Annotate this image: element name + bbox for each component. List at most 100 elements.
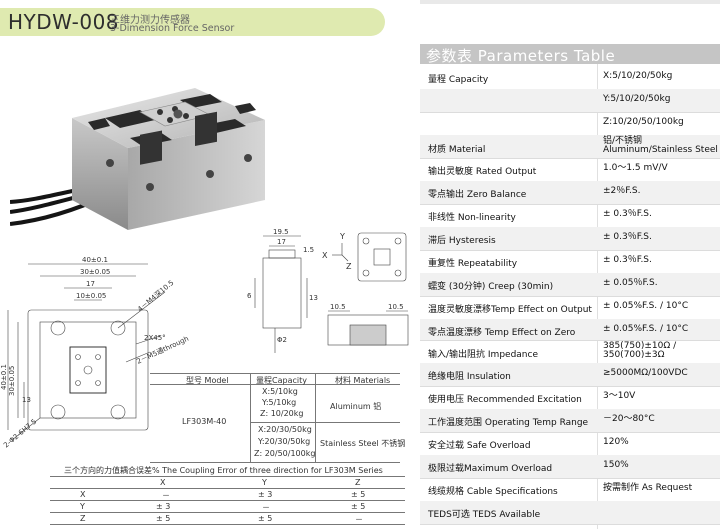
param-label: 输入/输出阻抗 Impedance (428, 350, 538, 360)
row-separator (420, 340, 720, 341)
param-value: ± 0.3％F.S. (603, 255, 652, 265)
row-separator (420, 112, 720, 113)
param-value: 3～10V (603, 391, 636, 401)
row-separator (420, 478, 720, 479)
param-label: 零点温度漂移 Temp Effect on Zero (428, 328, 576, 338)
param-label: 蠕变 (30分钟) Creep (30min) (428, 282, 554, 292)
coupling-cell: ± 3 (156, 502, 171, 511)
top-rule (420, 0, 720, 4)
param-label: 材质 Material (428, 145, 486, 155)
row-separator (420, 296, 720, 297)
dim-top-30: 30±0.05 (80, 268, 110, 276)
param-row: 工作温度范围 Operating Temp Range －20～80°C (420, 409, 720, 432)
dim-bottom-left: 10.5 (330, 303, 346, 311)
param-label: 绝缘电阻 Insulation (428, 372, 511, 382)
param-row: 量程 Capacity X:5/10/20/50kg (420, 66, 720, 89)
dim-side-17: 17 (277, 238, 286, 246)
material-steel: Stainless Steel 不锈钢 (320, 439, 406, 448)
dim-top-10: 10±0.05 (76, 292, 106, 300)
capacity-ss-y: Y:20/30/50kg (258, 437, 311, 446)
dim-side-1.5: 1.5 (303, 246, 314, 254)
row-separator (420, 158, 720, 159)
top-view-drawing: 40±0.1 30±0.05 17 10±0.05 4－M4深10.5 2X45… (0, 256, 190, 450)
coupling-cell: － (162, 491, 170, 500)
coupling-header-x: X (160, 478, 166, 487)
title-english: 3-Dimension Force Sensor (110, 23, 235, 34)
param-value: ± 0.05%F.S. / 10°C (603, 324, 689, 334)
param-label: 零点输出 Zero Balance (428, 190, 527, 200)
callout-pin: 2-Φ2-6H7 5 (2, 417, 38, 449)
param-label: 安全过载 Safe Overload (428, 441, 531, 451)
axis-x-label: X (322, 251, 328, 260)
param-row: 零点输出 Zero Balance ±2％F.S. (420, 181, 720, 204)
param-value: X:5/10/20/50kg (603, 71, 673, 81)
param-label: 工作温度范围 Operating Temp Range (428, 418, 589, 428)
params-header: 参数表 Parameters Table (420, 44, 720, 65)
param-label: 非线性 Non-linearity (428, 213, 516, 223)
header-capacity: 量程Capacity (256, 376, 307, 385)
coupling-table: 三个方向的力值耦合误差% The Coupling Error of three… (50, 465, 405, 529)
param-value: ± 0.3％F.S. (603, 209, 652, 219)
param-value: ± 0.05%F.S. / 10°C (603, 301, 689, 311)
dim-bottom-right: 10.5 (388, 303, 404, 311)
dim-side-19.5: 19.5 (273, 228, 289, 236)
dim-left-30: 30±0.05 (8, 366, 16, 396)
row-separator (420, 204, 720, 205)
capacity-al-x: X:5/10kg (262, 387, 298, 396)
dim-top-17: 17 (86, 280, 95, 288)
title-chinese: 三维力测力传感器 (110, 15, 190, 26)
coupling-cell: ± 5 (351, 490, 366, 499)
capacity-ss-z: Z: 20/50/100kg (254, 449, 316, 458)
capacity-al-z: Z: 10/20kg (260, 409, 304, 418)
axis-z-label: Z (346, 262, 352, 271)
model-name: LF303M-40 (182, 417, 227, 426)
param-row: 使用电压 Recommended Excitation 3～10V (420, 386, 720, 409)
dim-side-13: 13 (309, 294, 318, 302)
param-value: 120% (603, 437, 629, 447)
title-banner (0, 8, 385, 36)
param-value: 按需制作 As Request (603, 483, 693, 493)
param-row: 重复性 Repeatability ± 0.3％F.S. (420, 250, 720, 273)
coupling-header-y: Y (262, 478, 267, 487)
param-label: 使用电压 Recommended Excitation (428, 395, 582, 405)
param-value: ±2％F.S. (603, 186, 641, 196)
param-row: 零点温度漂移 Temp Effect on Zero ± 0.05%F.S. / … (420, 319, 720, 340)
param-row: 蠕变 (30分钟) Creep (30min) ± 0.05％F.S. (420, 273, 720, 296)
param-label: 量程 Capacity (428, 75, 489, 85)
coupling-row-label: Y (80, 502, 85, 511)
dim-left-13: 13 (22, 396, 31, 404)
row-separator (420, 250, 720, 251)
coupling-caption: 三个方向的力值耦合误差% The Coupling Error of three… (64, 466, 383, 475)
param-value: ± 0.05％F.S. (603, 278, 658, 288)
param-row: 非线性 Non-linearity ± 0.3％F.S. (420, 204, 720, 227)
coupling-cell: ± 5 (258, 514, 273, 523)
param-row: 滞后 Hysteresis± 0.3％F.S. (420, 227, 720, 250)
param-row: Z:10/20/50/100kg (420, 112, 720, 135)
params-title: 参数表 Parameters Table (426, 47, 616, 65)
param-label: 极限过载Maximum Overload (428, 464, 553, 474)
param-value: 150% (603, 460, 629, 470)
sensor-product-image (10, 88, 265, 230)
param-value: －20～80°C (603, 414, 655, 424)
param-row: 温度灵敏度漂移Temp Effect on Output ± 0.05%F.S. … (420, 296, 720, 319)
header-model: 型号 Model (186, 376, 229, 385)
param-value: ± 0.3％F.S. (603, 232, 652, 242)
model-code: HYDW-008 (8, 10, 120, 34)
param-value: 1.0～1.5 mV/V (603, 163, 668, 173)
row-separator (420, 524, 720, 525)
param-label: 重复性 Repeatability (428, 259, 518, 269)
callout-chamfer: 2X45° (144, 334, 166, 342)
param-value: Y:5/10/20/50kg (603, 94, 671, 104)
capacity-ss-x: X:20/30/50kg (258, 425, 312, 434)
model-table: 型号 Model 量程Capacity 材料 Materials LF303M-… (150, 373, 405, 463)
coupling-cell: － (355, 515, 363, 524)
parameters-panel: 参数表 Parameters Table 量程 Capacity X:5/10/2… (420, 0, 720, 529)
header-materials: 材料 Materials (335, 376, 391, 385)
axis-y-label: Y (339, 232, 345, 241)
dim-side-phi2: Φ2 (277, 336, 287, 344)
param-label: 温度灵敏度漂移Temp Effect on Output (428, 305, 592, 315)
capacity-al-y: Y:5/10kg (262, 398, 297, 407)
